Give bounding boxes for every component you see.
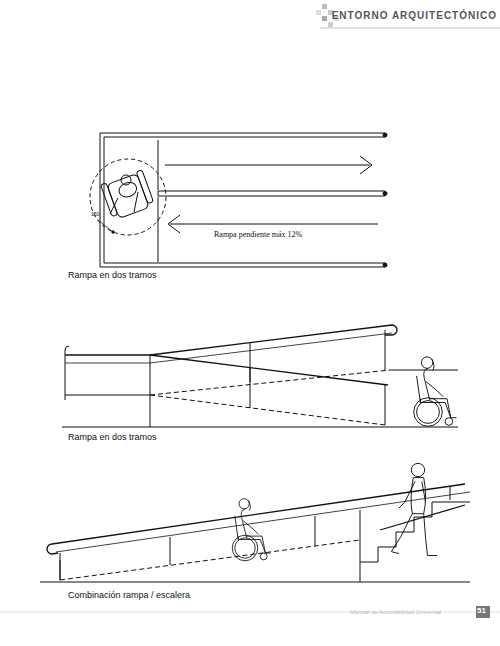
figure-caption: Combinación rampa / escalera [68,591,190,601]
dimension-label: 150 [91,212,99,218]
page-header: ENTORNO ARQUITECTÓNICO [332,10,497,21]
header-deco [0,4,500,618]
wheelchair-user [232,499,270,561]
slope-label: Rampa pendiente máx 12% [212,231,304,240]
people-figures [232,357,456,561]
walking-person [391,463,437,555]
figure-caption: Rampa en dos tramos [68,271,157,281]
plan-view [90,133,387,267]
figure-caption: Rampa en dos tramos [68,433,157,443]
footer-text: Manual de Accesibilidad Universal [350,609,441,616]
wheelchair-user [414,357,457,426]
page-number: 51 [477,607,486,616]
elevation-view [62,325,458,427]
ramp-stair-view [40,484,470,582]
